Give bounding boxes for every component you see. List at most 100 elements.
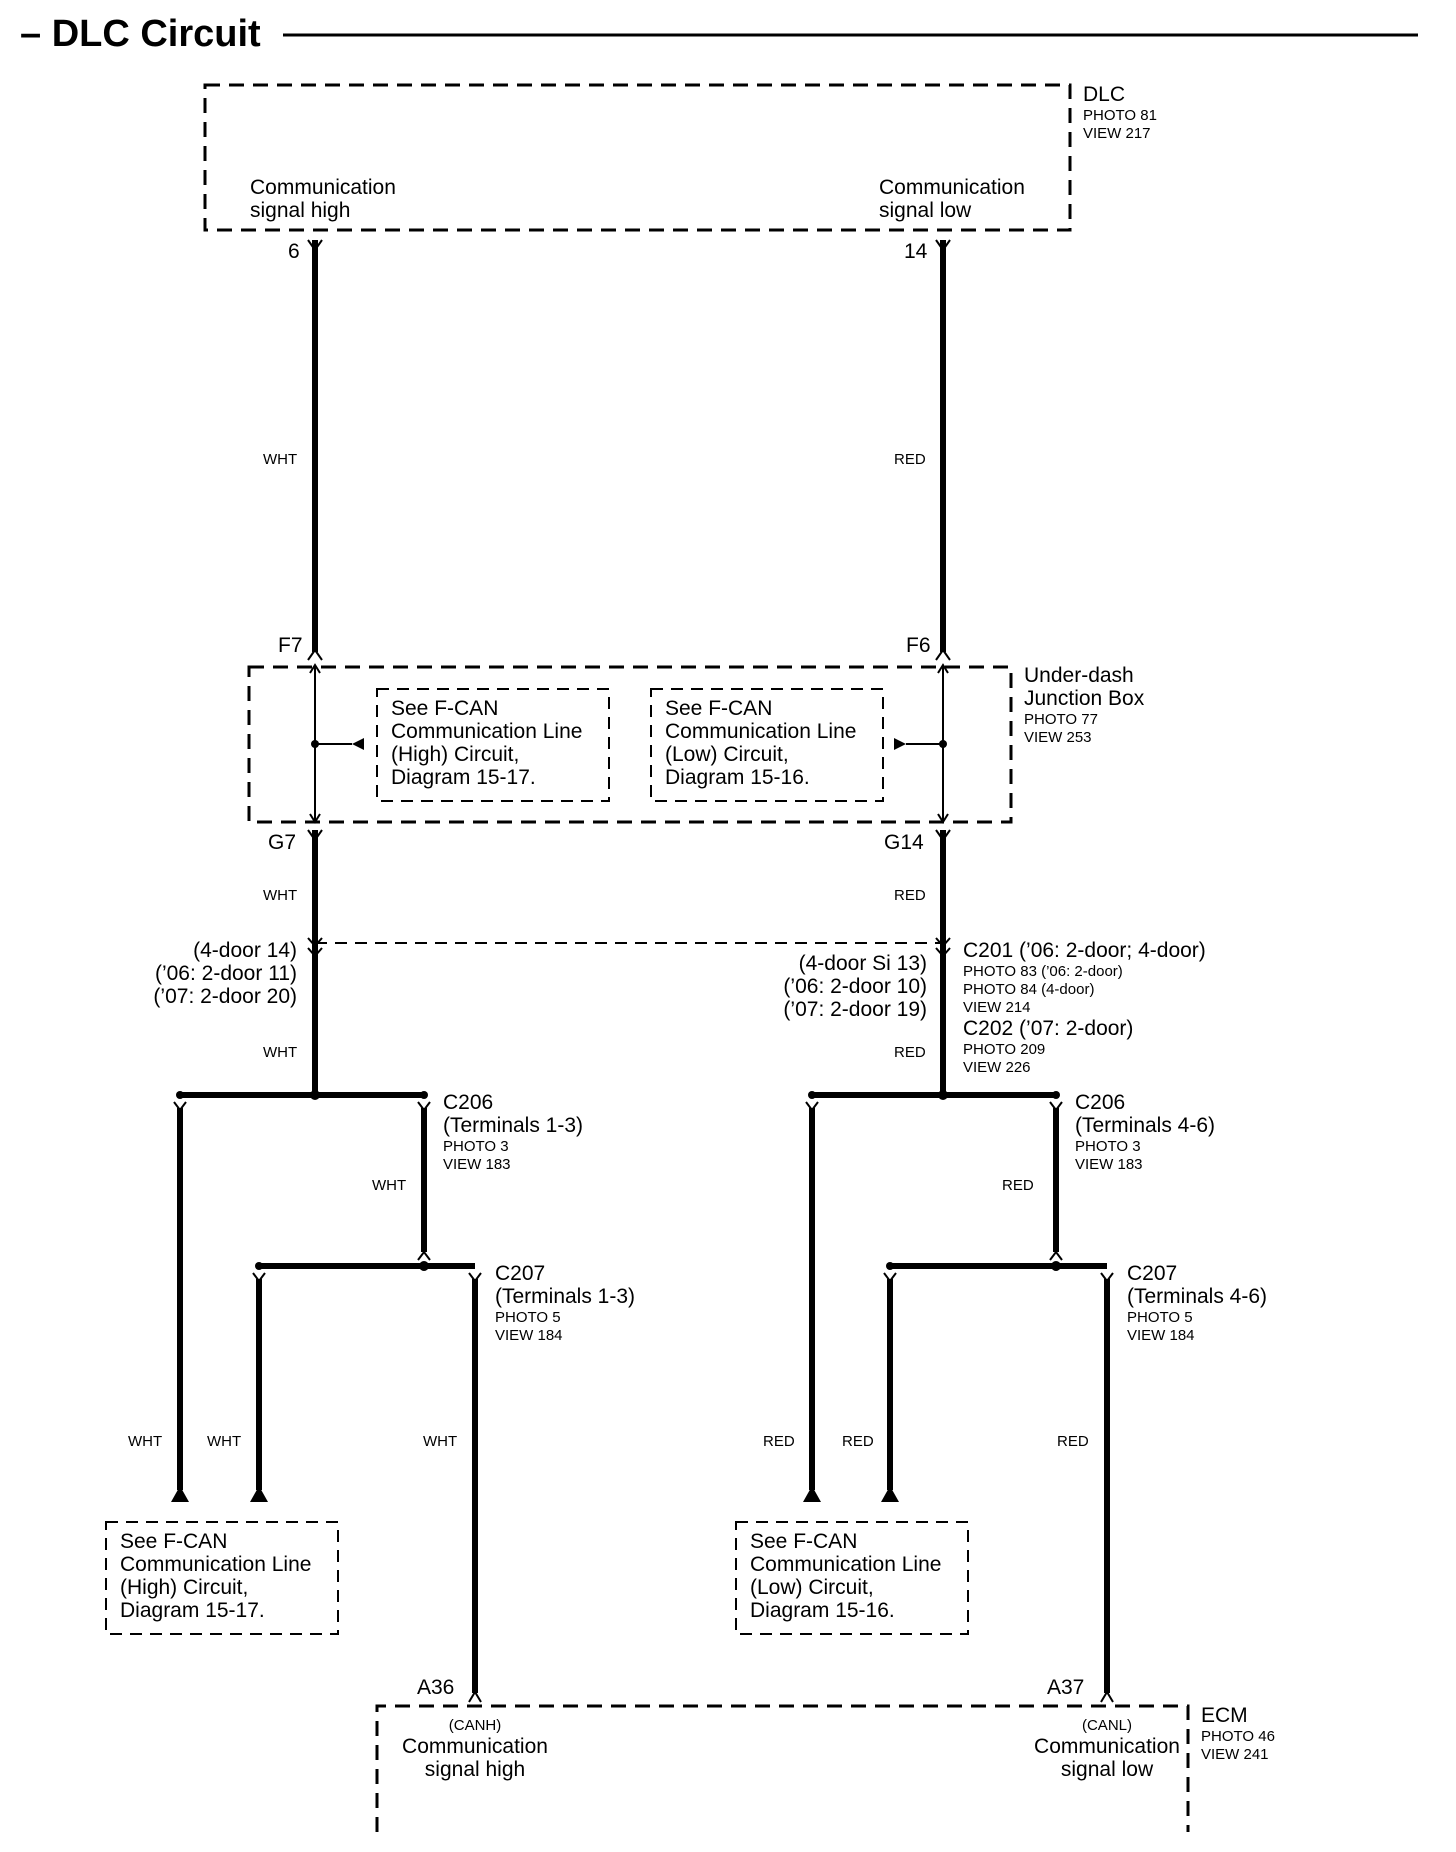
wire-color-wht-3: WHT (263, 1044, 297, 1061)
ecm-pin-a36: A36 (417, 1676, 454, 1699)
c206-right-name: C206 (1075, 1091, 1125, 1114)
dlc-right-terminal (935, 239, 951, 252)
ref-low-bottom-line-4: Diagram 15-16. (750, 1599, 895, 1622)
dlc-pin-6: 6 (288, 240, 300, 263)
c201-left-terminal (307, 937, 323, 958)
wire-color-wht-2: WHT (263, 887, 297, 904)
wire-color-wht-7: WHT (423, 1433, 457, 1450)
c206-right-bottom-terminal (1049, 1250, 1063, 1261)
wire-color-red-5: RED (763, 1433, 795, 1450)
ecm-a37-terminal (1100, 1690, 1114, 1703)
wire-red-branch-a-arrow (803, 1486, 821, 1502)
splice-red-upper-right (1052, 1091, 1060, 1099)
jb-branch-high-arrow (352, 738, 364, 750)
wire-color-red-2: RED (894, 887, 926, 904)
splice-wht-upper-left (176, 1091, 184, 1099)
c206-left-name: C206 (443, 1091, 493, 1114)
jb-ref-high-line-2: Communication Line (391, 720, 582, 743)
jb-internal-high-arrow-bot (309, 813, 321, 824)
c201-right-pin-1: (4-door Si 13) (799, 952, 927, 975)
c206-right-terminals: (Terminals 4-6) (1075, 1114, 1215, 1137)
c207-left-terminals: (Terminals 1-3) (495, 1285, 635, 1308)
ecm-a36-terminal (468, 1690, 482, 1703)
splice-wht-upper-right (420, 1091, 428, 1099)
c202-name: C202 (’07: 2-door) (963, 1017, 1133, 1040)
splice-wht-upper (310, 1090, 320, 1100)
c201-left-pin-1: (4-door 14) (193, 939, 297, 962)
c201-photo-b: PHOTO 84 (4-door) (963, 981, 1094, 998)
jb-photo: PHOTO 77 (1024, 711, 1098, 728)
c207-right-view: VIEW 184 (1127, 1327, 1195, 1344)
c207-left-view: VIEW 184 (495, 1327, 563, 1344)
c206-right-top-terminal (805, 1101, 1063, 1112)
jb-view: VIEW 253 (1024, 729, 1092, 746)
ref-high-bottom-line-3: (High) Circuit, (120, 1576, 248, 1599)
ecm-signal-low-label: Communication (1034, 1735, 1180, 1758)
ecm-signal-low-label-2: signal low (1061, 1758, 1154, 1781)
c201-view: VIEW 214 (963, 999, 1031, 1016)
c206-left-bottom-terminal (417, 1250, 431, 1261)
dlc-signal-high-label: Communication (250, 176, 396, 199)
wire-wht-branch-a-arrow (171, 1486, 189, 1502)
dlc-pin-14: 14 (904, 240, 928, 263)
jb-internal-low-arrow-top (937, 663, 949, 674)
wire-color-red-7: RED (1057, 1433, 1089, 1450)
c201-left-pin-2: (’06: 2-door 11) (155, 962, 297, 985)
wire-color-red-3: RED (894, 1044, 926, 1061)
jb-ref-low-line-2: Communication Line (665, 720, 856, 743)
dlc-view: VIEW 217 (1083, 125, 1151, 142)
c207-right-name: C207 (1127, 1262, 1177, 1285)
ref-low-bottom-line-1: See F-CAN (750, 1530, 857, 1553)
c207-left-top-terminal (252, 1272, 482, 1283)
c206-right-view: VIEW 183 (1075, 1156, 1143, 1173)
c207-left-name: C207 (495, 1262, 545, 1285)
jb-pin-f6: F6 (906, 634, 931, 657)
jb-ref-high-line-4: Diagram 15-17. (391, 766, 536, 789)
jb-internal-high-arrow-top (309, 663, 321, 674)
jb-pin-g7: G7 (268, 831, 296, 854)
splice-red-upper (938, 1090, 948, 1100)
c201-left-pin-3: (’07: 2-door 20) (153, 985, 297, 1008)
wire-wht-branch-b-arrow (250, 1486, 268, 1502)
splice-red-upper-left (808, 1091, 816, 1099)
dlc-photo: PHOTO 81 (1083, 107, 1157, 124)
ecm-signal-high-label-2: signal high (425, 1758, 525, 1781)
c207-right-terminals: (Terminals 4-6) (1127, 1285, 1267, 1308)
c207-right-photo: PHOTO 5 (1127, 1309, 1193, 1326)
ecm-canl-label: (CANL) (1082, 1717, 1132, 1734)
c202-view: VIEW 226 (963, 1059, 1031, 1076)
jb-f7-terminal (307, 648, 323, 661)
wire-color-wht-4: WHT (372, 1177, 406, 1194)
jb-ref-low-line-3: (Low) Circuit, (665, 743, 789, 766)
jb-name-2: Junction Box (1024, 687, 1145, 710)
jb-ref-low-box (650, 688, 884, 802)
c201-right-terminal (935, 937, 951, 958)
jb-ref-high-line-1: See F-CAN (391, 697, 498, 720)
ecm-box (375, 1704, 1190, 1832)
jb-branch-low-arrow (894, 738, 906, 750)
wire-color-red-6: RED (842, 1433, 874, 1450)
c201-right-pin-3: (’07: 2-door 19) (783, 998, 927, 1021)
dlc-signal-low-label: Communication (879, 176, 1025, 199)
wire-color-wht-1: WHT (263, 451, 297, 468)
wire-color-red-4: RED (1002, 1177, 1034, 1194)
splice-wht-lower (419, 1261, 429, 1271)
c201-name: C201 (’06: 2-door; 4-door) (963, 939, 1206, 962)
dlc-signal-low-label-2: signal low (879, 199, 972, 222)
ecm-pin-a37: A37 (1047, 1676, 1084, 1699)
c206-left-terminals: (Terminals 1-3) (443, 1114, 583, 1137)
ecm-photo: PHOTO 46 (1201, 1728, 1275, 1745)
wire-red-branch-b-arrow (881, 1486, 899, 1502)
splice-red-lower-left (886, 1262, 894, 1270)
jb-ref-low-line-4: Diagram 15-16. (665, 766, 810, 789)
jb-f6-terminal (935, 648, 951, 661)
c206-left-view: VIEW 183 (443, 1156, 511, 1173)
wire-color-red-1: RED (894, 451, 926, 468)
dlc-box (203, 83, 1072, 232)
ecm-canh-label: (CANH) (449, 1717, 502, 1734)
c201-right-pin-2: (’06: 2-door 10) (783, 975, 927, 998)
jb-ref-high-line-3: (High) Circuit, (391, 743, 519, 766)
dlc-left-terminal (307, 239, 323, 252)
splice-red-lower (1051, 1261, 1061, 1271)
